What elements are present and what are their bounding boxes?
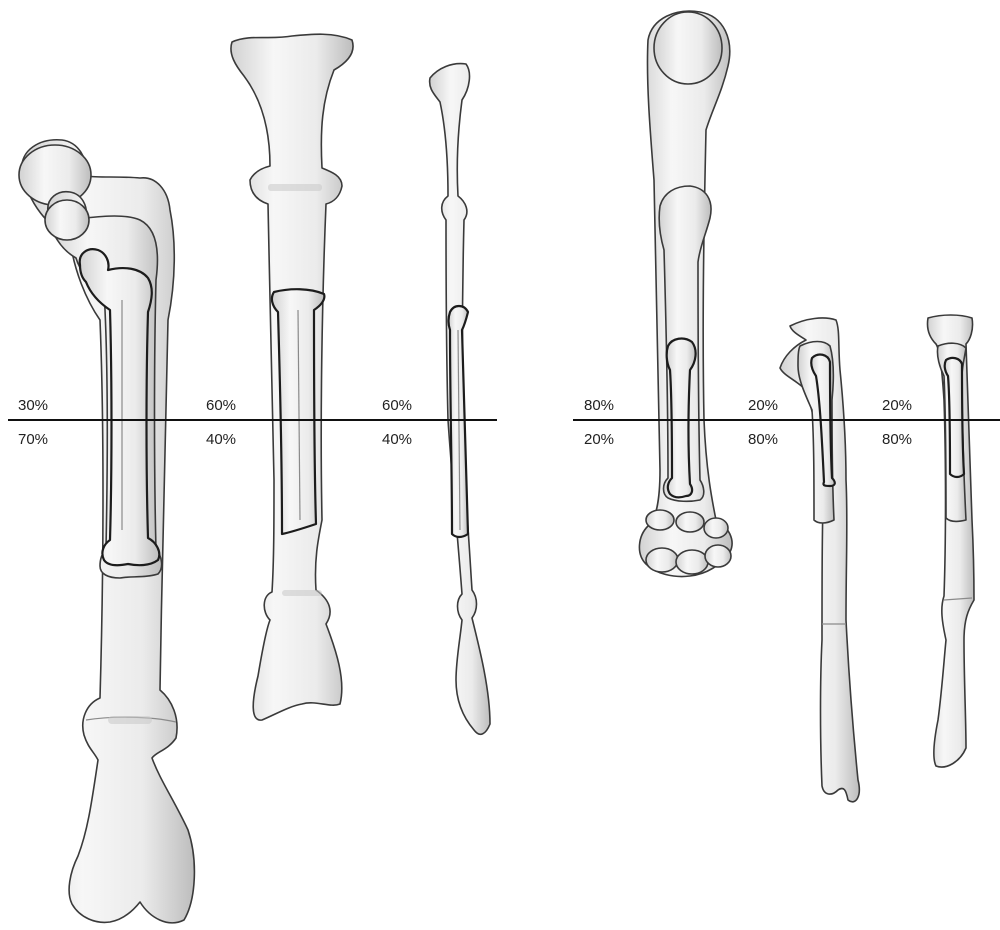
ulna-stack-5 [780, 318, 859, 802]
specimen1-lower-label: 70% [18, 431, 48, 448]
tibia-growth-plate-upper [268, 184, 322, 191]
slender-stack-3 [430, 64, 490, 735]
specimen5-upper-label: 20% [748, 397, 778, 414]
specimen4-upper-label: 80% [584, 397, 614, 414]
knee-groove [108, 716, 152, 724]
radius-stack-6 [927, 315, 974, 767]
specimen5-lower-label: 80% [748, 431, 778, 448]
specimen1-upper-label: 30% [18, 397, 48, 414]
medium-femoral-head [45, 200, 89, 240]
specimen6-upper-label: 20% [882, 397, 912, 414]
carpal-bone [676, 550, 708, 574]
specimen3-lower-label: 40% [382, 431, 412, 448]
hindlimb-group: 30% 70% 60% 40% 60% 40% [8, 34, 497, 923]
carpal-bone [646, 548, 678, 572]
carpal-bone [646, 510, 674, 530]
carpal-bone [705, 545, 731, 567]
carpal-bone [676, 512, 704, 532]
specimen2-lower-label: 40% [206, 431, 236, 448]
specimen3-upper-label: 60% [382, 397, 412, 414]
humeral-head [654, 12, 722, 84]
tibia-growth-plate-lower [282, 590, 322, 596]
humerus-stack-4 [639, 11, 732, 576]
specimen6-lower-label: 80% [882, 431, 912, 448]
femur-stack-1 [19, 140, 194, 923]
specimen4-lower-label: 20% [584, 431, 614, 448]
specimen2-upper-label: 60% [206, 397, 236, 414]
tibia-stack-2 [231, 34, 353, 720]
carpal-bone [704, 518, 728, 538]
forelimb-group: 80% 20% 20% 80% 20% 80% [573, 11, 1000, 802]
